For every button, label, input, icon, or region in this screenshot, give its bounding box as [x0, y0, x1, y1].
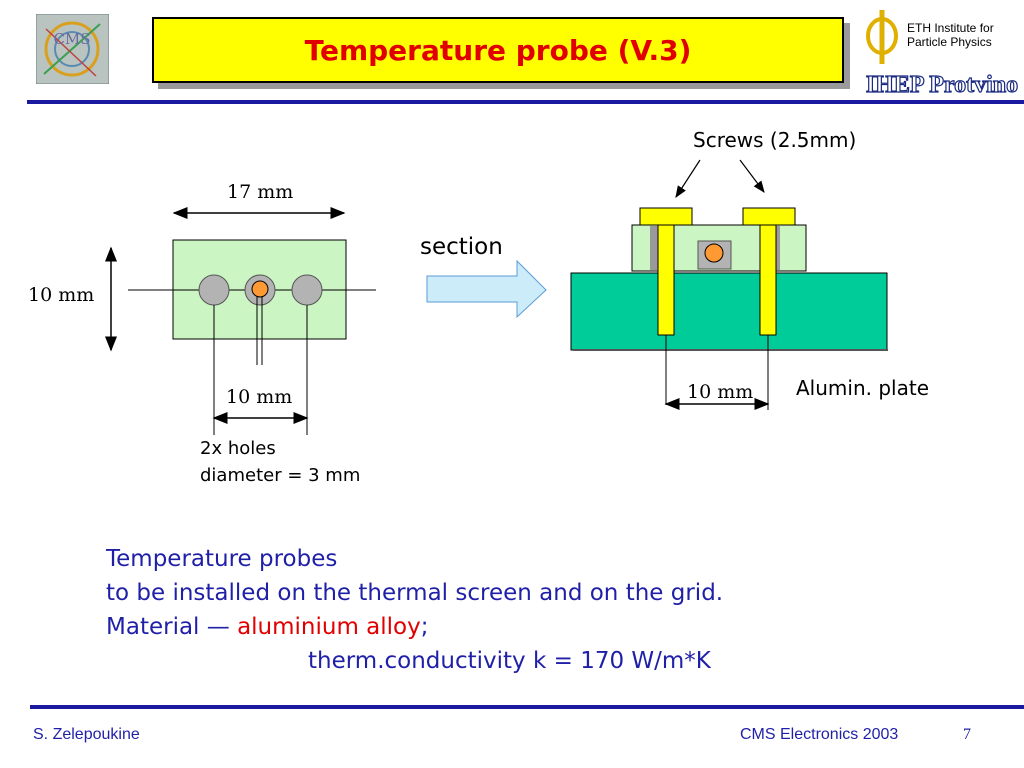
svg-text:Particle Physics: Particle Physics — [907, 35, 992, 49]
material-prefix: Material — — [106, 614, 238, 640]
slide-title: Temperature probe (V.3) — [304, 33, 692, 67]
body-line-4: therm.conductivity k = 170 W/m*K — [308, 648, 711, 674]
side-view-probe — [570, 159, 888, 410]
left-hole — [198, 274, 230, 306]
phi-icon — [866, 10, 898, 64]
page-number: 7 — [963, 726, 971, 743]
body-line-2: to be installed on the thermal screen an… — [106, 580, 724, 606]
top-view-probe — [105, 207, 376, 435]
holes-count-label: 2x holes — [200, 438, 276, 459]
left-screw-shaft — [657, 224, 675, 336]
svg-text:CMS: CMS — [53, 30, 90, 48]
material-suffix: ; — [420, 614, 429, 640]
width-label: 17 mm — [227, 181, 294, 203]
header-rule — [27, 100, 1024, 104]
hole-spacing-label: 10 mm — [226, 386, 293, 408]
left-screw-head — [639, 207, 693, 226]
cms-logo: CMS — [35, 13, 110, 85]
material-highlight: aluminium alloy — [237, 614, 421, 640]
sensor-dot — [251, 280, 269, 298]
plate-label: Alumin. plate — [796, 376, 929, 400]
svg-text:ETH Institute for: ETH Institute for — [907, 21, 994, 35]
footer-event: CMS Electronics 2003 — [740, 726, 899, 743]
section-label: section — [420, 234, 503, 260]
footer-author: S. Zelepoukine — [33, 726, 140, 743]
holes-diameter-label: diameter = 3 mm — [200, 465, 361, 486]
aluminium-plate — [570, 272, 888, 351]
screws-label: Screws (2.5mm) — [693, 128, 857, 152]
side-spacing-label: 10 mm — [687, 381, 754, 403]
footer-rule — [30, 705, 1024, 709]
height-label: 10 mm — [28, 284, 95, 306]
title-box — [152, 17, 844, 83]
right-screw-head — [742, 207, 796, 226]
body-line-3: Material — aluminium alloy; — [106, 614, 429, 640]
sensor-dot-side — [704, 243, 724, 263]
right-hole — [291, 274, 323, 306]
body-line-1: Temperature probes — [106, 546, 338, 572]
svg-text:IHEP Protvino: IHEP Protvino — [866, 72, 1018, 98]
eth-ihep-logo: ETH Institute for Particle Physics IHEP … — [862, 6, 1022, 99]
right-screw-shaft — [759, 224, 777, 336]
section-arrow-icon — [426, 259, 547, 319]
